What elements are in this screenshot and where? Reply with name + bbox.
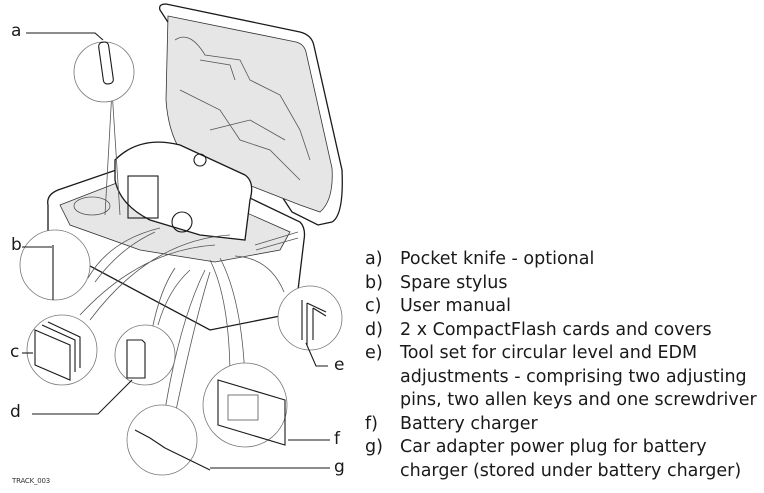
spring-clip [254,231,299,251]
pocket-knife [98,41,114,85]
callout-line-e [305,342,328,367]
legend-text: Tool set for circular level and EDM adju… [400,343,757,410]
legend-text: Pocket knife - optional [400,249,595,269]
legend-item-b: b) Spare stylus [365,272,760,296]
legend-key: c) [365,296,382,316]
detail-circle-a [73,41,135,103]
detail-circle-g [126,404,198,476]
legend-item-c: c) User manual [365,295,760,319]
charger-slot [227,394,259,421]
legend-text: 2 x CompactFlash cards and covers [400,319,712,340]
legend-item-a: a) Pocket knife - optional [365,248,760,272]
callout-label-d: d [10,402,21,422]
transport-case-illustration: a b c d e f g TRACK_003 [0,0,360,493]
leader-g [164,269,211,416]
detail-circle-b [19,229,91,301]
user-manual [34,321,81,381]
callout-line-d [32,379,133,415]
leader-c [79,234,231,321]
legend-text: User manual [400,296,511,316]
instrument-focus-drive [171,211,193,233]
legend-item-d: d) 2 x CompactFlash cards and covers [365,319,760,343]
leader-e [234,255,285,293]
total-station-instrument [114,141,253,241]
tool-set [301,300,327,345]
legend-item-e: e) Tool set for circular level and EDM ad… [365,342,760,413]
legend-item-f: f) Battery charger [365,413,760,437]
instrument-display [127,175,159,219]
legend-key: e) [365,343,383,363]
legend-text: Spare stylus [400,272,508,293]
detail-circle-e [277,285,343,351]
legend-text: Battery charger [400,413,538,434]
instrument-knob [193,153,207,167]
callout-label-f: f [334,429,340,449]
figure-id-label: TRACK_003 [12,477,51,485]
detail-circle-c [26,314,98,386]
foam-round-recess [73,196,111,216]
leader-b [87,227,161,283]
legend-key: b) [365,272,383,293]
legend-key: f) [365,413,378,434]
leader-a [104,89,121,216]
compactflash-card [126,339,146,379]
case-drawing [19,3,343,476]
lid-foam-cutouts [174,36,311,181]
callout-label-a: a [11,21,22,41]
legend-text: Car adapter power plug for battery charg… [400,437,742,481]
legend-key: d) [365,319,383,340]
battery-charger [217,379,286,446]
leader-d [151,267,191,331]
callout-label-g: g [334,457,345,477]
legend-key: a) [365,249,383,269]
callout-label-b: b [11,235,22,255]
legend-item-g: g) Car adapter power plug for battery cha… [365,436,760,483]
callout-label-e: e [334,355,345,375]
callout-line-a [26,32,104,41]
contents-legend: a) Pocket knife - optional b) Spare stylus… [365,248,760,483]
legend-key: g) [365,437,383,457]
car-adapter-plug [134,429,211,471]
callout-label-c: c [10,342,20,362]
detail-circle-f [202,362,288,448]
